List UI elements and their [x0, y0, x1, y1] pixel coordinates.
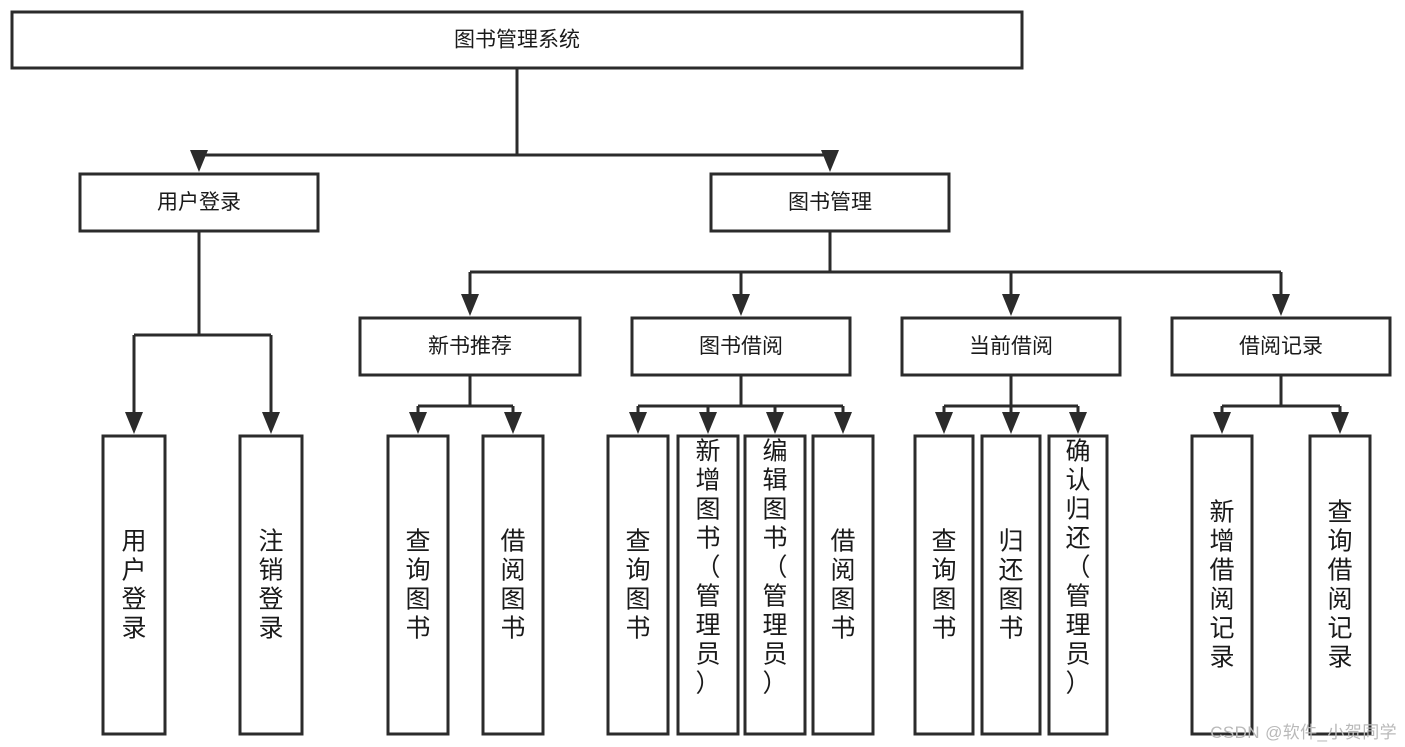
node-root[interactable]: 图书管理系统	[10, 10, 1024, 70]
nodes-layer: 图书管理系统用户登录图书管理新书推荐图书借阅当前借阅借阅记录用户登录注销登录查询…	[10, 10, 1392, 736]
node-leaf-add-record[interactable]: 新增借阅记录	[1190, 434, 1254, 736]
node-box[interactable]	[481, 434, 545, 736]
node-label: 新增图书（管理员）	[695, 437, 720, 697]
node-label: 归还图书	[998, 527, 1023, 642]
node-label: 借阅图书	[830, 527, 855, 642]
arrow-head-icon	[699, 412, 717, 434]
arrow-head-icon	[504, 412, 522, 434]
arrow-head-icon	[1069, 412, 1087, 434]
node-user-login[interactable]: 用户登录	[78, 172, 320, 233]
node-leaf-add-book[interactable]: 新增图书（管理员）	[676, 434, 740, 736]
arrow-head-icon	[834, 412, 852, 434]
node-box[interactable]	[1170, 316, 1392, 377]
node-box[interactable]	[900, 316, 1122, 377]
node-leaf-edit-book[interactable]: 编辑图书（管理员）	[743, 434, 807, 736]
node-label: 查询图书	[931, 527, 956, 642]
arrow-head-icon	[461, 294, 479, 316]
arrow-head-icon	[821, 150, 839, 172]
arrow-head-icon	[409, 412, 427, 434]
node-leaf-confirm-return[interactable]: 确认归还（管理员）	[1047, 434, 1109, 736]
node-box[interactable]	[743, 434, 807, 736]
csdn-watermark: CSDN @软件_小贺同学	[1210, 723, 1397, 742]
node-leaf-query-book-3[interactable]: 查询图书	[913, 434, 975, 736]
node-label: 用户登录	[121, 527, 146, 642]
node-label: 查询图书	[625, 527, 650, 642]
node-box[interactable]	[78, 172, 320, 233]
arrow-head-icon	[125, 412, 143, 434]
arrow-head-icon	[190, 150, 208, 172]
node-leaf-return-book[interactable]: 归还图书	[980, 434, 1042, 736]
node-leaf-borrow-book-1[interactable]: 借阅图书	[481, 434, 545, 736]
node-box[interactable]	[606, 434, 670, 736]
node-box[interactable]	[811, 434, 875, 736]
connectors-layer	[125, 68, 1349, 434]
arrow-head-icon	[629, 412, 647, 434]
node-box[interactable]	[1047, 434, 1109, 736]
node-label: 用户登录	[157, 191, 241, 214]
arrow-head-icon	[732, 294, 750, 316]
node-box[interactable]	[980, 434, 1042, 736]
node-label: 借阅记录	[1239, 335, 1323, 358]
node-book-manage[interactable]: 图书管理	[709, 172, 951, 233]
node-leaf-query-book-2[interactable]: 查询图书	[606, 434, 670, 736]
node-label: 确认归还（管理员）	[1065, 437, 1090, 697]
arrow-head-icon	[1213, 412, 1231, 434]
node-label: 图书借阅	[699, 335, 783, 358]
node-label: 当前借阅	[969, 335, 1053, 358]
node-box[interactable]	[630, 316, 852, 377]
arrow-head-icon	[1331, 412, 1349, 434]
arrow-head-icon	[262, 412, 280, 434]
node-box[interactable]	[1308, 434, 1372, 736]
node-label: 查询借阅记录	[1327, 498, 1352, 671]
node-leaf-logout[interactable]: 注销登录	[238, 434, 304, 736]
arrow-head-icon	[1002, 294, 1020, 316]
node-leaf-borrow-book-2[interactable]: 借阅图书	[811, 434, 875, 736]
node-label: 注销登录	[258, 527, 283, 642]
node-box[interactable]	[709, 172, 951, 233]
node-box[interactable]	[358, 316, 582, 377]
node-label: 图书管理	[788, 191, 872, 214]
node-label: 借阅图书	[500, 527, 525, 642]
node-current-borrow[interactable]: 当前借阅	[900, 316, 1122, 377]
node-label: 查询图书	[405, 527, 430, 642]
node-leaf-query-record[interactable]: 查询借阅记录	[1308, 434, 1372, 736]
node-box[interactable]	[913, 434, 975, 736]
node-box[interactable]	[386, 434, 450, 736]
node-box[interactable]	[101, 434, 167, 736]
node-box[interactable]	[10, 10, 1024, 70]
node-leaf-query-book-1[interactable]: 查询图书	[386, 434, 450, 736]
node-label: 新书推荐	[428, 335, 512, 358]
node-new-book-rec[interactable]: 新书推荐	[358, 316, 582, 377]
node-label: 新增借阅记录	[1209, 498, 1234, 671]
arrow-head-icon	[1002, 412, 1020, 434]
node-leaf-user-login[interactable]: 用户登录	[101, 434, 167, 736]
node-box[interactable]	[676, 434, 740, 736]
node-book-borrow[interactable]: 图书借阅	[630, 316, 852, 377]
node-box[interactable]	[238, 434, 304, 736]
node-box[interactable]	[1190, 434, 1254, 736]
node-label: 图书管理系统	[454, 29, 580, 52]
node-label: 编辑图书（管理员）	[762, 437, 787, 697]
arrow-head-icon	[766, 412, 784, 434]
arrow-head-icon	[935, 412, 953, 434]
arrow-head-icon	[1272, 294, 1290, 316]
node-borrow-record[interactable]: 借阅记录	[1170, 316, 1392, 377]
